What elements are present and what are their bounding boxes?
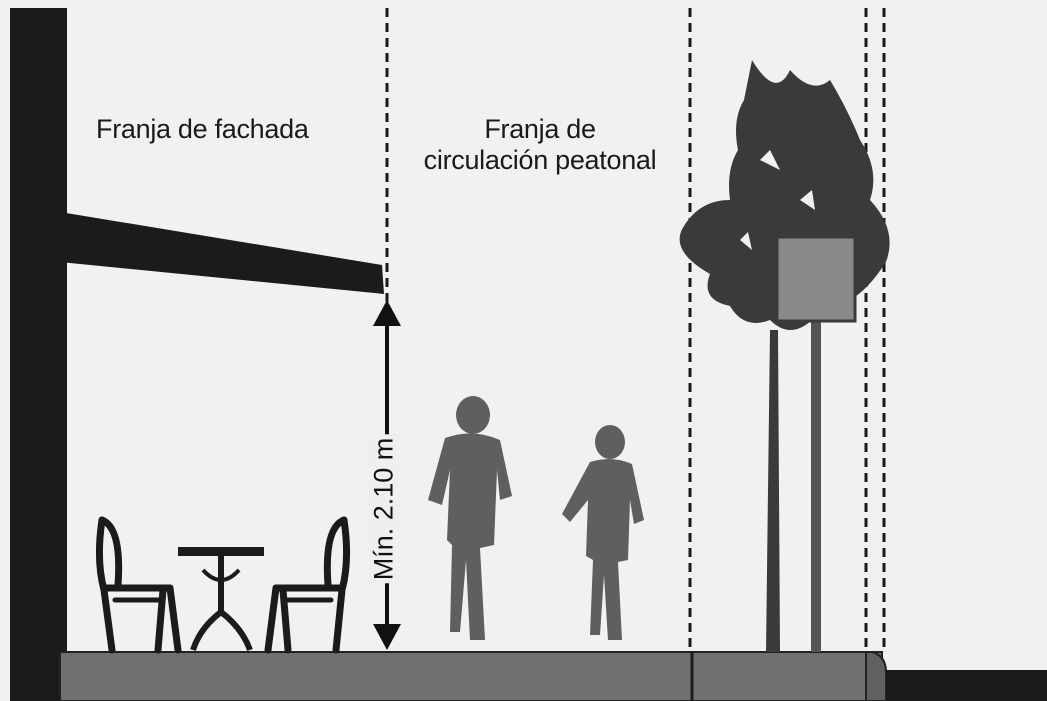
pedestrian-zone-label-line2: circulación peatonal — [423, 145, 657, 175]
awning — [60, 212, 384, 294]
cafe-chair-left — [95, 516, 182, 654]
minimum-height-label: Mín. 2.10 m — [368, 434, 400, 584]
facade-zone-label: Franja de fachada — [96, 114, 309, 144]
facade-wall — [10, 8, 67, 701]
roadway — [886, 670, 1047, 701]
street-sign — [775, 235, 857, 652]
pedestrian-child — [562, 425, 644, 640]
cafe-chair-right — [264, 516, 351, 654]
pedestrian-man — [428, 396, 512, 640]
cafe-table — [178, 547, 264, 652]
curb — [865, 651, 887, 701]
pedestrian-zone-label-line1: Franja de — [484, 114, 596, 144]
pedestrian-zone-label: Franja de circulación peatonal — [404, 114, 676, 176]
sidewalk — [59, 651, 883, 701]
street-tree — [679, 60, 890, 652]
